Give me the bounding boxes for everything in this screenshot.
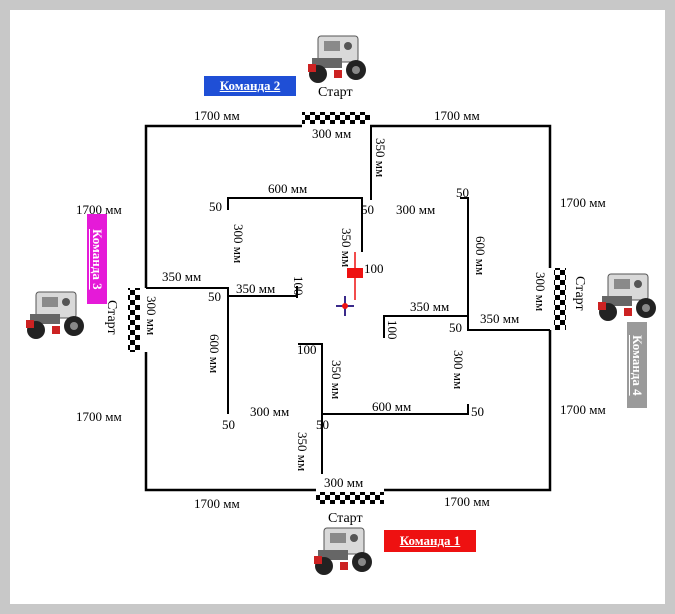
dim-top-left: 1700 мм <box>194 108 240 123</box>
dim-top-inner-horiz: 600 мм <box>268 181 308 196</box>
dim-upper-right-300: 300 мм <box>396 202 436 217</box>
dim-left-50: 50 <box>208 289 221 304</box>
wall-top-inner <box>227 197 363 252</box>
dim-lower-600: 600 мм <box>372 399 412 414</box>
dim-lower-50: 50 <box>316 417 329 432</box>
wall-right-inner <box>383 315 468 338</box>
dim-right-inner-100: 100 <box>385 320 400 340</box>
wall-right-lower <box>384 330 552 492</box>
dim-right-lower-vert: 300 мм <box>451 350 466 390</box>
dim-gap-left: 300 мм <box>144 296 159 336</box>
start-gates <box>128 112 566 504</box>
wall-left-inner <box>146 287 229 414</box>
flag-icon <box>347 252 363 300</box>
start-label-right: Старт <box>572 276 587 311</box>
dim-top-right: 1700 мм <box>434 108 480 123</box>
wall-upper-right <box>460 197 550 331</box>
wall-top-left <box>144 124 302 288</box>
dim-upper-right-end: 50 <box>456 185 469 200</box>
dim-right-inner-350: 350 мм <box>410 299 450 314</box>
dim-top-inner-end: 50 <box>209 199 222 214</box>
dim-lower-right-end: 50 <box>471 404 484 419</box>
robot-icon <box>314 527 372 575</box>
dim-gap-bottom: 300 мм <box>324 475 364 490</box>
dim-lower-300: 300 мм <box>250 404 290 419</box>
dim-bottom-right: 1700 мм <box>444 494 490 509</box>
start-label-left: Старт <box>104 300 119 335</box>
inner-walls <box>146 126 550 474</box>
dim-gap-right: 300 мм <box>533 272 548 312</box>
dim-left-lower-vert: 600 мм <box>207 334 222 374</box>
dim-upper-right-vert: 600 мм <box>473 236 488 276</box>
start-label-bottom: Старт <box>328 511 363 526</box>
checkered-start-icon <box>316 492 384 504</box>
checkered-start-icon <box>128 288 140 352</box>
dim-left-lower-end: 50 <box>222 417 235 432</box>
dim-center-lower-vert: 350 мм <box>329 360 344 400</box>
dim-right-bottom: 1700 мм <box>560 402 606 417</box>
checkered-start-icon <box>302 112 370 124</box>
dim-left-top: 1700 мм <box>76 202 122 217</box>
dim-bottom-left: 1700 мм <box>194 496 240 511</box>
wall-bottom-left <box>144 352 316 492</box>
team-3-badge: Команда 3 <box>87 214 107 304</box>
robot-icon <box>598 273 656 321</box>
dim-top-vert: 350 мм <box>373 138 388 178</box>
dim-flag-100: 100 <box>364 261 384 276</box>
team-4-badge: Команда 4 <box>627 322 647 408</box>
dim-left-inner-350: 350 мм <box>236 281 276 296</box>
outer-walls <box>144 124 552 492</box>
wall-center-lower <box>298 343 323 414</box>
dim-left-350: 350 мм <box>162 269 202 284</box>
crosshair-icon <box>336 296 354 316</box>
robot-icon <box>26 291 84 339</box>
dim-left-inner-100: 100 <box>291 276 306 296</box>
wall-lower <box>321 404 469 474</box>
wall-top-right <box>370 124 552 268</box>
dim-bottom-vert: 350 мм <box>295 432 310 472</box>
dim-right-350: 350 мм <box>480 311 520 326</box>
dim-center-vert: 350 мм <box>339 228 354 268</box>
dim-right-top: 1700 мм <box>560 195 606 210</box>
team-1-badge: Команда 1 <box>384 530 476 552</box>
dim-top-vert-end: 50 <box>361 202 374 217</box>
dim-left-bottom: 1700 мм <box>76 409 122 424</box>
robot-icon <box>308 35 366 83</box>
dim-gap-top: 300 мм <box>312 126 352 141</box>
dim-left-upper-vert: 300 мм <box>231 224 246 264</box>
dim-right-50: 50 <box>449 320 462 335</box>
start-label-top: Старт <box>318 85 353 100</box>
team-2-badge: Команда 2 <box>204 76 296 96</box>
dim-center-lower-100: 100 <box>297 342 317 357</box>
checkered-start-icon <box>554 268 566 330</box>
